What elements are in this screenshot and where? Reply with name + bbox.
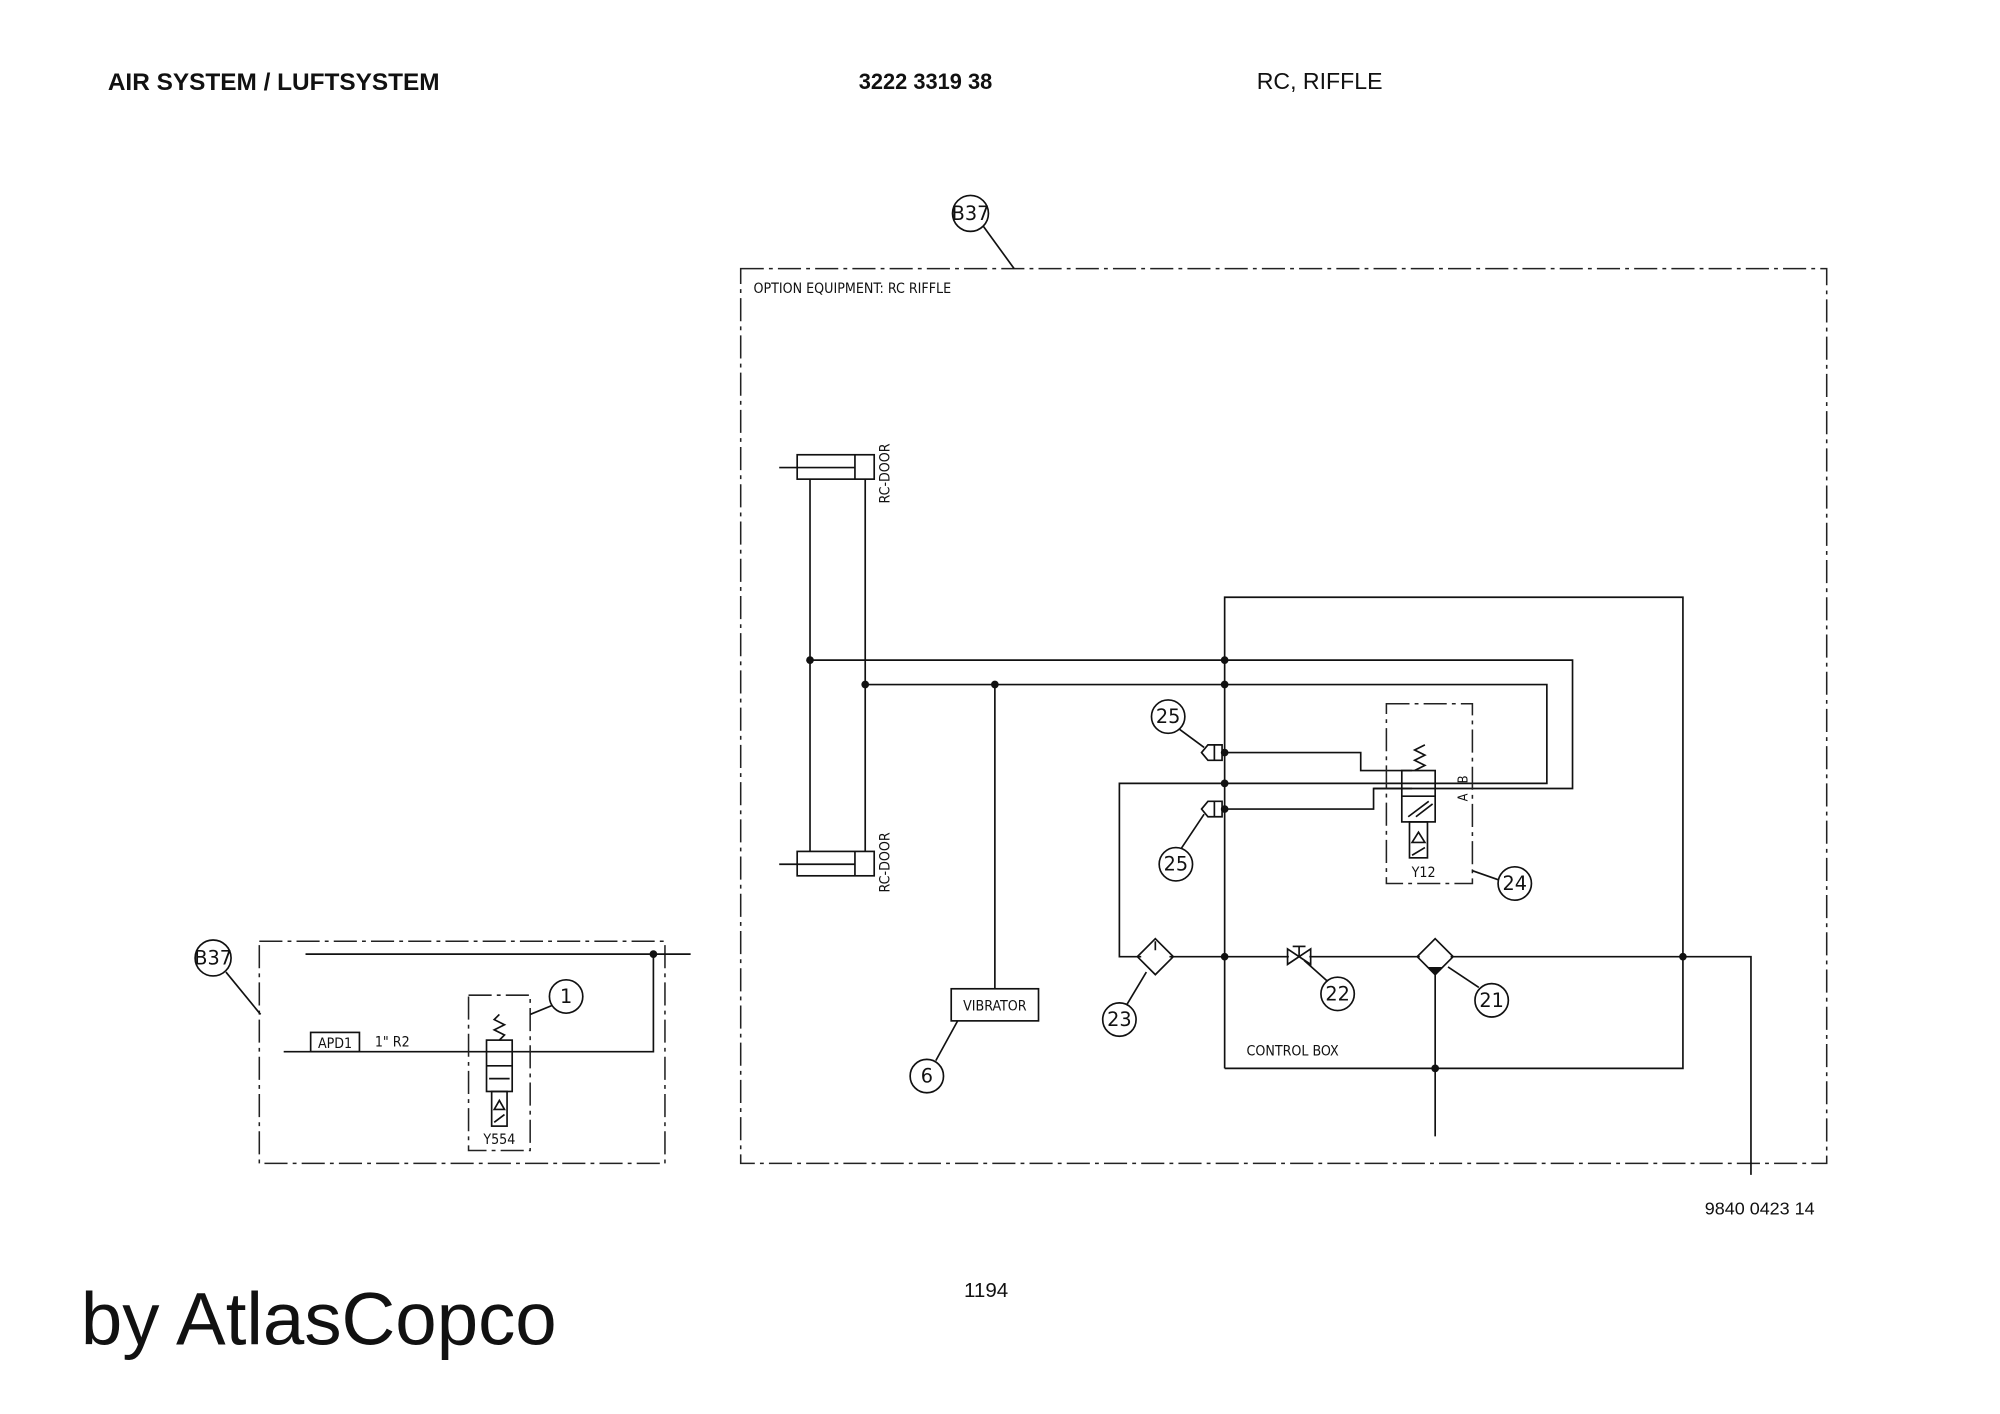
rc-door-cylinder-top: [779, 453, 876, 480]
balloon-25-bottom-text: 25: [1164, 853, 1189, 876]
balloon-23-text: 23: [1107, 1008, 1132, 1031]
balloon-1: [548, 978, 584, 1014]
pipe-lines: [809, 479, 1752, 1175]
vibrator-label: VIBRATOR: [963, 999, 1027, 1015]
junction-dots: [806, 656, 1687, 1073]
balloon-21: [1474, 982, 1510, 1018]
vibrator-box: [950, 987, 1040, 1022]
check-valve-bottom-icon: [1200, 800, 1223, 818]
brand-watermark: by AtlasCopco: [81, 1277, 557, 1360]
balloon-1-text: 1: [560, 985, 572, 1008]
variant-label: RC, RIFFLE: [1257, 68, 1383, 94]
apd1-label: APD1: [318, 1036, 352, 1052]
rc-door-label-bottom: RC-DOOR: [878, 832, 894, 892]
option-group-boundary: [739, 267, 1828, 1165]
page-title: AIR SYSTEM / LUFTSYSTEM: [108, 69, 440, 96]
balloon-24-text: 24: [1503, 872, 1527, 895]
rc-door-cylinder-bottom: [779, 850, 876, 877]
filter-21-icon: [1416, 937, 1455, 976]
rc-door-label-top: RC-DOOR: [878, 443, 894, 503]
drawing-number: 9840 0423 14: [1705, 1199, 1815, 1219]
apd1-box: [309, 1031, 361, 1053]
balloon-25-top-text: 25: [1156, 705, 1181, 728]
balloon-6-text: 6: [921, 1065, 933, 1088]
balloon-24: [1497, 865, 1533, 902]
balloon-22: [1320, 976, 1356, 1012]
y554-label: Y554: [482, 1132, 515, 1148]
page-number: 1194: [964, 1279, 1008, 1302]
part-number: 3222 3319 38: [859, 69, 992, 94]
b37-leader: [982, 225, 1015, 270]
b37-balloon-left-text: B37: [194, 946, 232, 969]
option-equipment-group: B37 OPTION EQUIPMENT: RC RIFFLE RC-DOOR …: [739, 194, 1828, 1175]
solenoid-valve-y554-icon: [485, 1013, 514, 1127]
left-group: B37 APD1 1" R2 Y554 1: [194, 939, 691, 1165]
y12-label: Y12: [1411, 865, 1436, 881]
left-group-boundary: [258, 940, 666, 1165]
check-valve-top-icon: [1200, 744, 1223, 762]
balloon-25-top: [1150, 699, 1186, 735]
balloon-6: [909, 1058, 945, 1094]
option-group-label: OPTION EQUIPMENT: RC RIFFLE: [754, 281, 952, 297]
shutoff-valve-22-icon: [1286, 945, 1312, 966]
filter-23-icon: [1136, 937, 1175, 976]
balloon-25-bottom: [1158, 846, 1194, 882]
size-label: 1" R2: [375, 1035, 410, 1051]
y554-valve-boundary: [467, 994, 531, 1152]
b37-balloon-top-text: B37: [952, 202, 990, 225]
control-box-label: CONTROL BOX: [1246, 1044, 1339, 1060]
y12-valve-boundary: [1385, 703, 1474, 885]
b37-balloon-top: [951, 194, 990, 233]
solenoid-valve-y12-icon: [1400, 744, 1437, 859]
balloon-22-text: 22: [1325, 982, 1350, 1005]
balloon-23: [1101, 1002, 1137, 1038]
port-a-label: A: [1456, 793, 1471, 801]
b37-balloon-left: [194, 939, 232, 977]
balloon-21-text: 21: [1479, 989, 1503, 1012]
port-b-label: B: [1456, 775, 1471, 783]
